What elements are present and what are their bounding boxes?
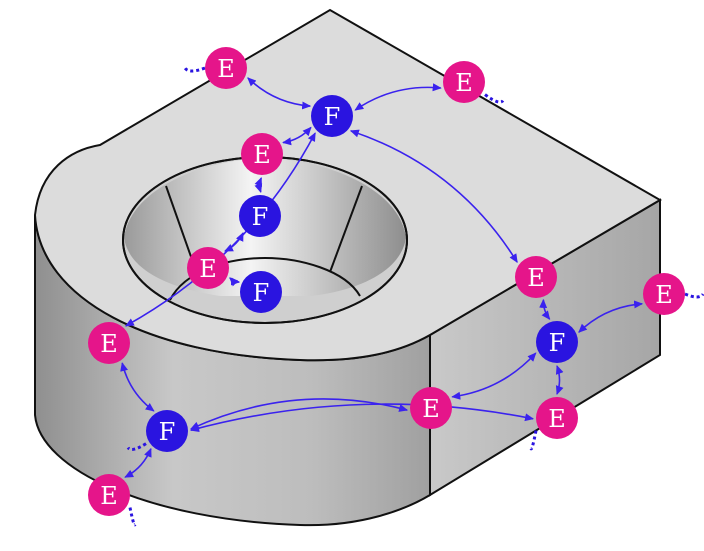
link-e2-f1: [354, 83, 442, 111]
edge-node-e3: E: [241, 133, 283, 175]
node-circle: [536, 397, 578, 439]
edge-node-e2: E: [443, 61, 485, 103]
node-circle: [239, 195, 281, 237]
link-layer: [120, 66, 704, 527]
link-e1-f1: [247, 77, 312, 110]
link-e4-f5: [120, 362, 155, 412]
continuation-stub: [529, 430, 538, 451]
continuation-stub: [183, 66, 206, 73]
edge-node-e10: E: [536, 397, 578, 439]
node-circle: [146, 410, 188, 452]
node-circle: [241, 133, 283, 175]
node-circle: [536, 321, 578, 363]
node-label: E: [422, 395, 440, 423]
node-circle: [205, 47, 247, 89]
link-e3-f2: [254, 177, 263, 193]
continuation-stub: [128, 507, 137, 527]
node-layer: EEEEEEEEEEEFFFFF: [88, 47, 685, 516]
node-label: E: [253, 141, 271, 169]
link-e10-f5: [190, 403, 534, 432]
node-label: F: [159, 418, 176, 446]
edge-node-e7: E: [643, 273, 685, 315]
face-node-f5: F: [146, 410, 188, 452]
node-circle: [410, 387, 452, 429]
link-e11-f4: [555, 365, 564, 395]
link-e7-f4: [578, 300, 644, 333]
face-node-f2: F: [239, 195, 281, 237]
face-node-f1: F: [311, 95, 353, 137]
link-e6-f3: [229, 277, 241, 287]
node-circle: [88, 474, 130, 516]
node-label: E: [217, 55, 235, 83]
edge-node-e5: E: [515, 256, 557, 298]
node-label: E: [455, 69, 473, 97]
node-label: F: [252, 203, 269, 231]
node-circle: [443, 61, 485, 103]
node-label: F: [324, 103, 341, 131]
node-label: E: [100, 330, 118, 358]
link-e5-f4: [539, 298, 551, 320]
link-e8-f4: [451, 352, 537, 400]
node-label: E: [199, 255, 217, 283]
edge-node-e1: E: [205, 47, 247, 89]
node-label: E: [527, 264, 545, 292]
node-circle: [311, 95, 353, 137]
node-label: E: [100, 482, 118, 510]
node-label: E: [655, 281, 673, 309]
edge-node-e6: E: [187, 247, 229, 289]
link-e5-f1: [349, 129, 518, 263]
edge-node-e9: E: [88, 474, 130, 516]
node-circle: [88, 322, 130, 364]
continuation-stub: [126, 442, 147, 451]
continuation-stub: [684, 292, 704, 299]
face-node-f3: F: [240, 271, 282, 313]
edge-node-e8: E: [410, 387, 452, 429]
node-circle: [240, 271, 282, 313]
node-label: F: [253, 279, 270, 307]
continuation-stub: [484, 93, 505, 104]
face-node-f4: F: [536, 321, 578, 363]
link-e6-f2: [224, 232, 244, 252]
node-label: E: [548, 405, 566, 433]
link-e9-f5: [124, 447, 152, 478]
node-circle: [515, 256, 557, 298]
node-circle: [643, 273, 685, 315]
edge-node-e4: E: [88, 322, 130, 364]
node-circle: [187, 247, 229, 289]
node-label: F: [549, 329, 566, 357]
